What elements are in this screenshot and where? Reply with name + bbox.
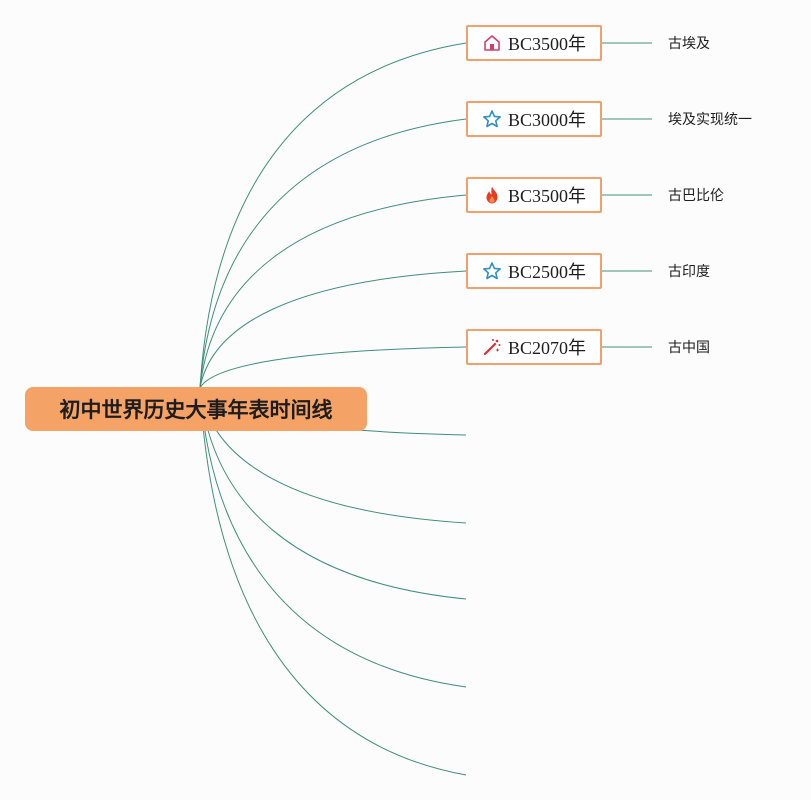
branch-node-label: BC3500年 [507,186,586,206]
branch-connector-2 [199,118,467,389]
branch-node-label: BC3000年 [507,110,586,130]
star-icon [482,261,502,281]
root-topic-label: 初中世界历史大事年表时间线 [59,398,333,422]
root-topic[interactable]: 初中世界历史大事年表时间线 [25,387,367,431]
branch-connector-3 [199,194,467,389]
star-icon [482,109,502,129]
empty-branch-connector-5 [199,387,467,776]
house-icon [482,33,502,53]
fire-icon [482,185,502,205]
branch-node-label: BC2070年 [507,338,586,358]
magic-wand-icon [482,337,502,357]
empty-branch-connector-3 [199,387,467,600]
branch-node-label: BC3500年 [507,34,586,54]
branch-node-4[interactable]: BC2500年 [466,253,602,289]
branch-desc-3[interactable]: 古巴比伦 [668,188,724,204]
branch-desc-5[interactable]: 古中国 [668,340,710,356]
branch-desc-1[interactable]: 古埃及 [668,36,710,52]
branch-node-1[interactable]: BC3500年 [466,25,602,61]
branch-connector-5 [199,346,467,389]
branch-node-2[interactable]: BC3000年 [466,101,602,137]
branch-desc-4[interactable]: 古印度 [668,264,710,280]
empty-branch-connector-4 [199,387,467,688]
branch-node-3[interactable]: BC3500年 [466,177,602,213]
branch-desc-2[interactable]: 埃及实现统一 [668,112,752,128]
branch-node-label: BC2500年 [507,262,586,282]
branch-connector-1 [199,42,467,389]
branch-connector-4 [199,270,467,389]
branch-node-5[interactable]: BC2070年 [466,329,602,365]
